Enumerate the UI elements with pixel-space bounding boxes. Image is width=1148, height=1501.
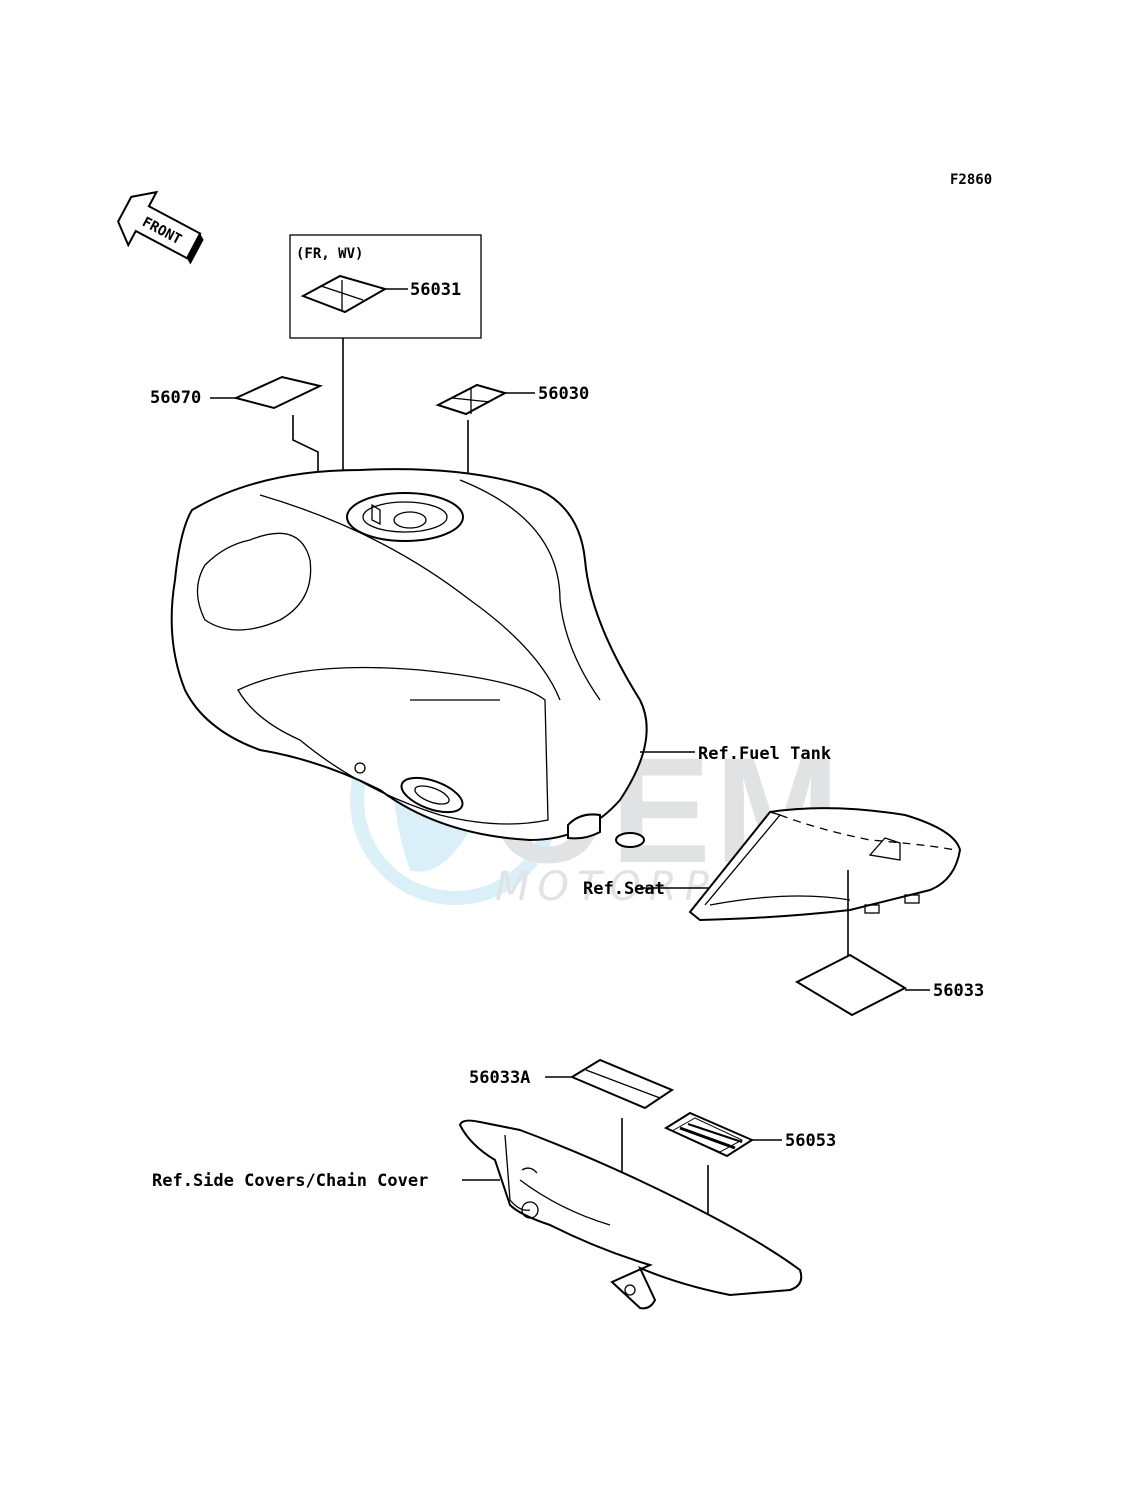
ref-seat: Ref.Seat [583,879,665,899]
variant-box [289,234,482,339]
fuel-tank-illustration [170,468,648,848]
part-number-56031: 56031 [410,280,461,300]
label-decal-56031 [300,274,408,314]
ref-fuel-tank: Ref.Fuel Tank [698,744,831,764]
chain-cover-illustration [458,1119,803,1310]
part-number-56070: 56070 [150,388,201,408]
front-arrow-icon: FRONT [117,190,204,265]
part-number-56033a: 56033A [469,1068,530,1088]
part-number-56030: 56030 [538,384,589,404]
ref-side-covers: Ref.Side Covers/Chain Cover [152,1171,428,1191]
label-decal-56053 [663,1111,755,1158]
variant-box-label: (FR, WV) [296,246,363,262]
leader-56070 [292,415,319,485]
part-number-56053: 56053 [785,1131,836,1151]
label-decal-56033 [794,953,908,1017]
figure-code: F2860 [950,172,992,188]
label-decal-56033a [569,1058,675,1110]
label-decal-56030 [435,383,508,416]
label-decal-56070 [233,375,323,410]
part-number-56033: 56033 [933,981,984,1001]
seat-illustration [688,807,962,922]
